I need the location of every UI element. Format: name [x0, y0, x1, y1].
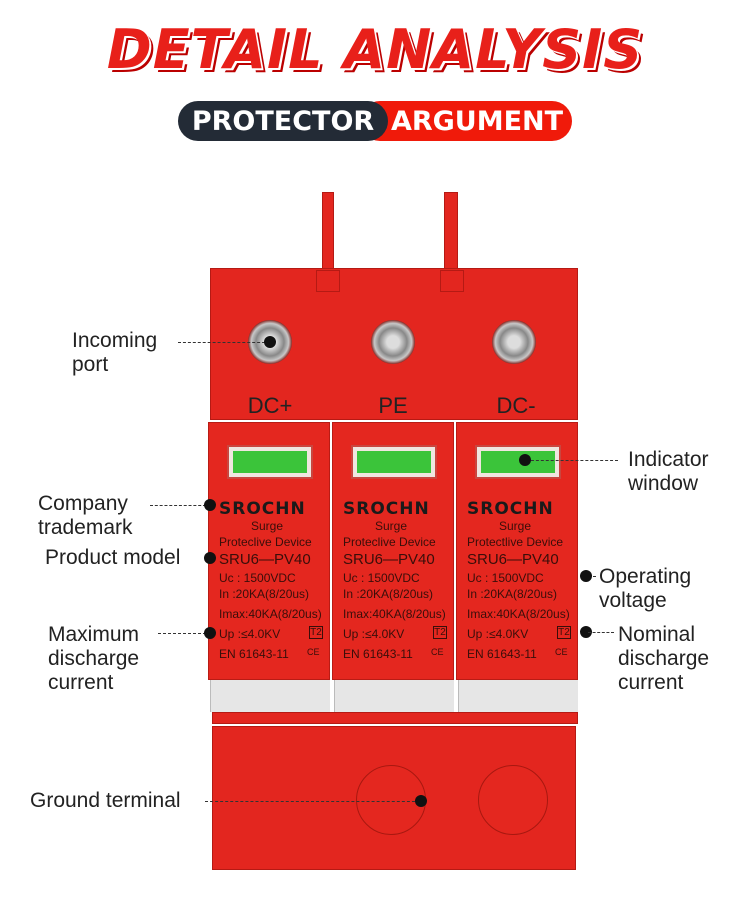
indicator-window — [475, 445, 561, 479]
ground-knob — [478, 765, 548, 835]
marker-dot — [204, 499, 216, 511]
standard-text: EN 61643-11 — [219, 647, 289, 661]
brand-logo: SROCHN — [467, 499, 554, 519]
class-badge: T2 — [557, 626, 571, 639]
screw-icon — [492, 320, 536, 364]
rail-clip — [212, 712, 578, 724]
pin-base-right — [440, 270, 464, 292]
terminal-label: DC- — [496, 393, 536, 418]
text: Protectlive Device — [467, 535, 564, 549]
pin-base-left — [316, 270, 340, 292]
in-text: In :20KA(8/20us) — [343, 587, 434, 601]
marker-dot — [580, 570, 592, 582]
standard-text: EN 61643-11 — [467, 647, 537, 661]
module: SROCHN Surge Proteclive Device SRU6—PV40… — [208, 422, 330, 680]
ce-mark: CE — [307, 647, 320, 657]
ground-knob — [356, 765, 426, 835]
leader-line — [526, 460, 618, 461]
marker-dot — [415, 795, 427, 807]
indicator-window — [227, 445, 313, 479]
text: Proteclive Device — [219, 535, 312, 549]
ce-mark: CE — [555, 647, 568, 657]
imax-text: Imax:40KA(8/20us) — [343, 607, 446, 621]
callout-ground-terminal: Ground terminal — [30, 789, 181, 812]
protector-pill: PROTECTOR — [178, 101, 388, 141]
leader-line — [178, 342, 270, 343]
text: Proteclive Device — [343, 535, 436, 549]
page-title: DETAIL ANALYSIS — [106, 18, 644, 81]
uc-text: Uc : 1500VDC — [467, 571, 544, 585]
module: SROCHN Surge Protectlive Device SRU6—PV4… — [456, 422, 578, 680]
leader-line — [588, 632, 614, 633]
marker-dot — [204, 552, 216, 564]
model-text: SRU6—PV40 — [467, 551, 559, 568]
callout-company-trademark: Company trademark — [38, 492, 133, 539]
up-text: Up :≤4.0KV — [467, 627, 529, 641]
text: Surge — [375, 519, 408, 533]
in-text: In :20KA(8/20us) — [467, 587, 558, 601]
imax-text: Imax:40KA(8/20us) — [219, 607, 322, 621]
terminal-label: DC+ — [247, 393, 293, 418]
uc-text: Uc : 1500VDC — [343, 571, 420, 585]
grey-strip — [210, 680, 330, 712]
model-text: SRU6—PV40 — [343, 551, 435, 568]
screw-icon — [371, 320, 415, 364]
callout-product-model: Product model — [45, 546, 181, 569]
standard-text: EN 61643-11 — [343, 647, 413, 661]
leader-line — [150, 505, 206, 506]
callout-indicator-window: Indicator window — [628, 448, 709, 495]
indicator-window — [351, 445, 437, 479]
leader-line — [158, 633, 206, 634]
marker-dot — [264, 336, 276, 348]
callout-operating-voltage: Operating voltage — [599, 565, 692, 612]
callout-incoming-port: Incoming port — [72, 329, 158, 376]
brand-logo: SROCHN — [219, 499, 306, 519]
text: Surge — [499, 519, 532, 533]
class-badge: T2 — [309, 626, 323, 639]
module: SROCHN Surge Proteclive Device SRU6—PV40… — [332, 422, 454, 680]
leader-line — [205, 801, 420, 802]
grey-strip — [458, 680, 578, 712]
in-text: In :20KA(8/20us) — [219, 587, 310, 601]
terminal-label: PE — [378, 393, 408, 418]
class-badge: T2 — [433, 626, 447, 639]
ce-mark: CE — [431, 647, 444, 657]
model-text: SRU6—PV40 — [219, 551, 311, 568]
leader-line — [588, 576, 596, 577]
uc-text: Uc : 1500VDC — [219, 571, 296, 585]
marker-dot — [204, 627, 216, 639]
marker-dot — [519, 454, 531, 466]
callout-maximum-discharge-current: Maximum discharge current — [48, 623, 140, 694]
text: Surge — [251, 519, 284, 533]
grey-strip — [334, 680, 454, 712]
callout-nominal-discharge-current: Nominal discharge current — [618, 623, 710, 694]
imax-text: Imax:40KA(8/20us) — [467, 607, 570, 621]
up-text: Up :≤4.0KV — [219, 627, 281, 641]
marker-dot — [580, 626, 592, 638]
up-text: Up :≤4.0KV — [343, 627, 405, 641]
brand-logo: SROCHN — [343, 499, 430, 519]
argument-pill: ARGUMENT — [360, 101, 572, 141]
